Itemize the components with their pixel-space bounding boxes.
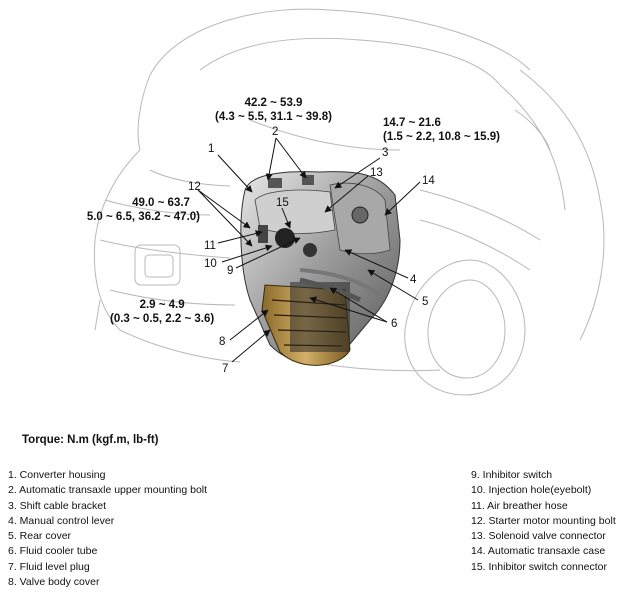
callout-10: 10 (204, 258, 217, 270)
callout-6: 6 (391, 318, 397, 330)
legend-item: 3. Shift cable bracket (8, 499, 107, 512)
callout-13: 13 (370, 167, 383, 179)
legend-item: 14. Automatic transaxle case (471, 545, 606, 558)
callout-15: 15 (276, 197, 289, 209)
legend-item: 2. Automatic transaxle upper mounting bo… (8, 484, 208, 497)
callout-14: 14 (422, 175, 435, 187)
legend-item: 8. Valve body cover (8, 576, 100, 589)
legend-item: 7. Fluid level plug (8, 560, 90, 573)
torque-spec-value: 14.7 ~ 21.6 (383, 117, 441, 129)
callout-4: 4 (410, 274, 417, 286)
legend-item: 11. Air breather hose (471, 499, 568, 512)
legend-item: 1. Converter housing (8, 469, 106, 481)
legend-right-column: 9. Inhibitor switch 10. Injection hole(e… (471, 468, 616, 575)
torque-spec-conversion: (4.3 ~ 5.5, 31.1 ~ 39.8) (215, 111, 332, 123)
legend-item: 10. Injection hole(eyebolt) (471, 484, 592, 497)
callout-9: 9 (227, 265, 233, 277)
legend-item: 15. Inhibitor switch connector (471, 560, 607, 573)
leader-lines (197, 137, 421, 363)
torque-spec-shift-bracket: 14.7 ~ 21.6 (1.5 ~ 2.2, 10.8 ~ 15.9) (383, 116, 500, 144)
legend-left-column: 1. Converter housing 2. Automatic transa… (8, 468, 207, 590)
torque-spec-starter-bolt: 49.0 ~ 63.7 5.0 ~ 6.5, 36.2 ~ 47.0) (82, 196, 200, 224)
callout-2: 2 (272, 126, 278, 138)
legend-item: 4. Manual control lever (8, 514, 115, 527)
torque-spec-value: 49.0 ~ 63.7 (132, 197, 190, 209)
callout-5: 5 (422, 296, 428, 308)
callout-8: 8 (219, 336, 225, 348)
vehicle-outline (93, 8, 605, 396)
legend-item: 6. Fluid cooler tube (8, 545, 98, 558)
callout-7: 7 (222, 363, 228, 375)
transaxle-diagram: 1 2 3 4 5 6 7 8 9 10 11 12 13 14 15 (93, 8, 605, 396)
legend-item: 13. Solenoid valve connector (471, 530, 606, 543)
callout-1: 1 (208, 143, 214, 155)
legend-item: 5. Rear cover (8, 530, 72, 543)
callout-3: 3 (382, 147, 388, 159)
callout-12: 12 (188, 181, 201, 193)
torque-spec-level-plug: 2.9 ~ 4.9 (0.3 ~ 0.5, 2.2 ~ 3.6) (110, 298, 214, 326)
legend-item: 9. Inhibitor switch (471, 469, 553, 481)
torque-units-heading: Torque: N.m (kgf.m, lb-ft) (22, 434, 159, 446)
torque-spec-upper-bolt: 42.2 ~ 53.9 (4.3 ~ 5.5, 31.1 ~ 39.8) (215, 96, 332, 124)
torque-spec-value: 42.2 ~ 53.9 (244, 97, 303, 109)
callout-numbers: 1 2 3 4 5 6 7 8 9 10 11 12 13 14 15 (188, 126, 435, 375)
transaxle-assembly (240, 171, 401, 366)
torque-spec-conversion: 5.0 ~ 6.5, 36.2 ~ 47.0) (86, 211, 200, 223)
torque-spec-conversion: (1.5 ~ 2.2, 10.8 ~ 15.9) (383, 131, 500, 143)
torque-spec-value: 2.9 ~ 4.9 (139, 299, 185, 311)
callout-11: 11 (204, 240, 216, 252)
legend-item: 12. Starter motor mounting bolt (471, 514, 616, 527)
torque-spec-conversion: (0.3 ~ 0.5, 2.2 ~ 3.6) (110, 313, 215, 325)
